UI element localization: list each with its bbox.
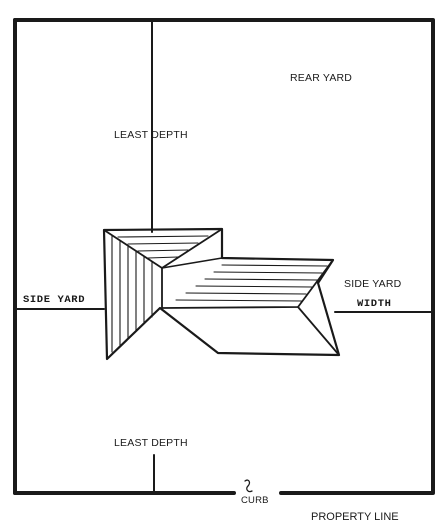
house-roof-plan	[102, 227, 341, 361]
side-yard-right-label: SIDE YARD	[344, 278, 402, 290]
rear-yard-label: REAR YARD	[290, 72, 352, 84]
least-depth-bottom-label: LEAST DEPTH	[114, 437, 188, 449]
property-boundary	[13, 18, 435, 495]
curb-label: CURB	[241, 495, 269, 506]
curb-symbol	[244, 479, 253, 493]
property-line-label: PROPERTY LINE	[311, 511, 399, 523]
width-label: WIDTH	[357, 298, 392, 310]
side-yard-left-label: SIDE YARD	[23, 294, 85, 306]
least-depth-top-label: LEAST DEPTH	[114, 129, 188, 141]
